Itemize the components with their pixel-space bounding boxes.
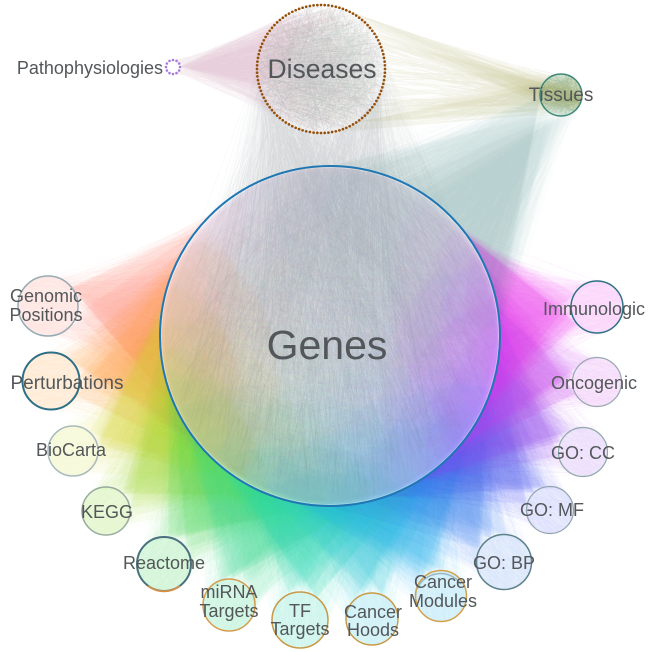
svg-text:Diseases: Diseases — [268, 54, 377, 84]
svg-text:Perturbations: Perturbations — [10, 373, 123, 394]
svg-text:Targets: Targets — [270, 619, 329, 639]
svg-text:KEGG: KEGG — [81, 502, 133, 522]
svg-text:Genes: Genes — [267, 322, 388, 368]
svg-text:Positions: Positions — [9, 305, 82, 325]
svg-text:Immunologic: Immunologic — [543, 299, 645, 319]
svg-text:Tissues: Tissues — [529, 85, 594, 106]
svg-text:Cancer: Cancer — [344, 602, 402, 622]
svg-text:GO: BP: GO: BP — [473, 553, 535, 573]
svg-text:miRNA: miRNA — [201, 582, 258, 602]
svg-text:GO: MF: GO: MF — [520, 500, 584, 520]
svg-text:Pathophysiologies: Pathophysiologies — [17, 58, 163, 78]
svg-text:BioCarta: BioCarta — [36, 440, 107, 460]
svg-text:TF: TF — [289, 601, 311, 621]
svg-text:GO: CC: GO: CC — [551, 443, 615, 463]
svg-text:Oncogenic: Oncogenic — [551, 373, 637, 393]
svg-text:Reactome: Reactome — [123, 553, 205, 573]
svg-text:Targets: Targets — [199, 601, 258, 621]
svg-text:Cancer: Cancer — [414, 572, 472, 592]
svg-text:Hoods: Hoods — [347, 620, 399, 640]
svg-text:Modules: Modules — [409, 591, 477, 611]
svg-text:Genomic: Genomic — [10, 286, 82, 306]
